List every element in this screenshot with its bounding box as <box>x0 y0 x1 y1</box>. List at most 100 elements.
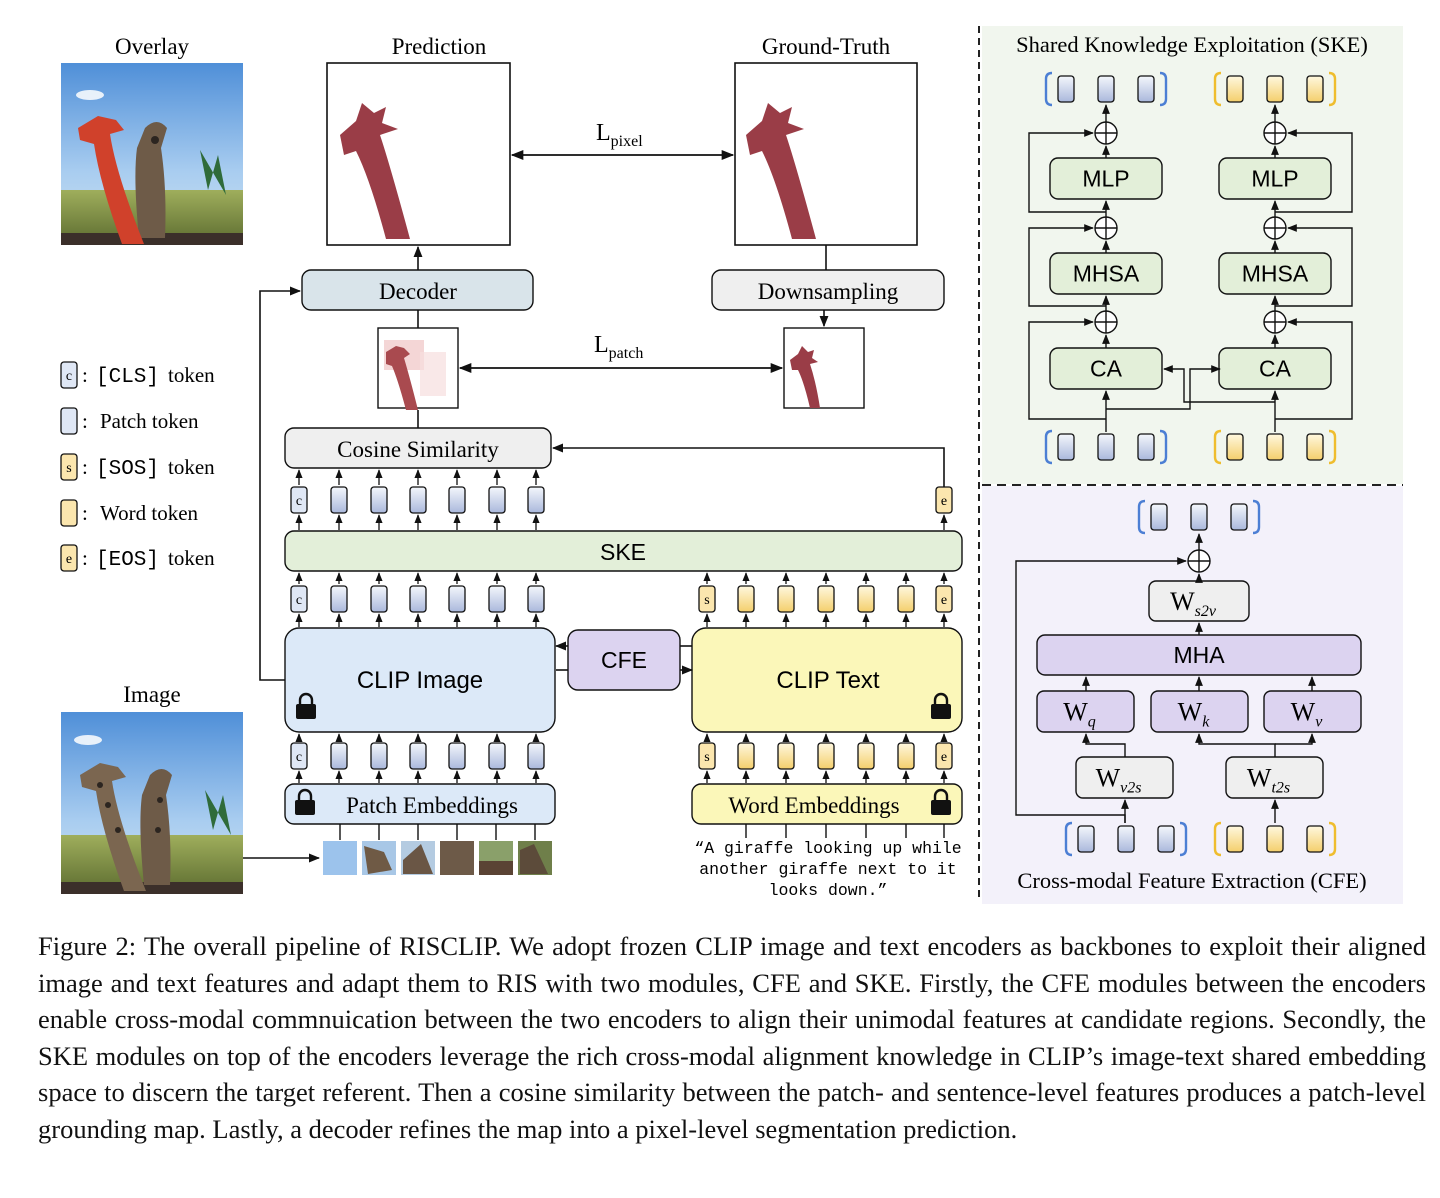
connector <box>1082 733 1126 757</box>
legend-item-eos: e:[EOS]token <box>60 544 215 572</box>
sos-token: s <box>698 585 716 613</box>
patch-token <box>488 742 506 770</box>
legend-token-icon <box>60 499 78 527</box>
legend-colon: : <box>82 409 88 433</box>
legend-token-glyph: c <box>66 369 72 384</box>
legend-text: token <box>168 546 215 570</box>
connector <box>1275 318 1353 420</box>
group-token <box>1230 503 1248 531</box>
svg-text:c: c <box>296 750 302 765</box>
bracket-right <box>1328 821 1337 857</box>
word-embeddings-block <box>691 783 963 825</box>
eos-token: e <box>935 486 953 514</box>
cfe-panel-title: Cross-modal Feature Extraction (CFE) <box>1017 868 1366 893</box>
word-token <box>857 585 875 613</box>
cls-token: c <box>290 742 308 770</box>
cfe-input-text-tokens <box>1213 821 1337 857</box>
patch-token <box>330 585 348 613</box>
patch-token <box>527 742 545 770</box>
downsampling-label: Downsampling <box>758 279 899 304</box>
ground-truth-title: Ground-Truth <box>762 34 891 59</box>
patch-embeddings-lock-icon <box>295 788 315 815</box>
group-token <box>1306 75 1324 103</box>
group-token <box>1057 75 1075 103</box>
cls-token: c <box>290 486 308 514</box>
ske-cross-image-to-text <box>1106 365 1221 410</box>
legend-token-icon <box>60 407 78 435</box>
cfe-w-v-label: Wv <box>1291 698 1324 731</box>
group-token <box>1157 825 1175 853</box>
image-patches <box>323 841 552 875</box>
legend-token-glyph: s <box>66 461 71 476</box>
ske-output-tokens-text <box>1213 71 1337 107</box>
ske-mlp-text-label: MLP <box>1251 166 1298 192</box>
clip-image-lock-icon <box>296 692 316 719</box>
word-token <box>777 585 795 613</box>
connector <box>1275 129 1353 213</box>
overlay-photo <box>61 63 243 245</box>
cfe-output-tokens <box>1137 499 1261 535</box>
cfe-residual <box>1015 557 1187 823</box>
legend-colon: : <box>82 501 88 525</box>
bracket-left <box>1044 429 1053 465</box>
legend-token-icon <box>60 453 78 481</box>
legend-text: Word token <box>100 501 199 525</box>
group-token <box>1190 503 1208 531</box>
word-embeddings-lock-icon <box>931 788 951 815</box>
legend-text: Patch token <box>100 409 199 433</box>
legend-text: token <box>168 455 215 479</box>
group-token <box>1266 825 1284 853</box>
legend-colon: : <box>82 546 88 570</box>
decoder-label: Decoder <box>379 279 457 304</box>
word-token <box>737 742 755 770</box>
bracket-right <box>1328 71 1337 107</box>
cfe-w-k-label: Wk <box>1178 698 1211 731</box>
ske-panel-title: Shared Knowledge Exploitation (SKE) <box>1016 32 1368 57</box>
bracket-left <box>1137 499 1146 535</box>
overlay-title: Overlay <box>115 34 190 59</box>
word-token <box>897 742 915 770</box>
cfe-input-image-tokens <box>1064 821 1188 857</box>
downsampling-block <box>711 269 945 311</box>
patch-token <box>527 486 545 514</box>
legend-text: token <box>168 363 215 387</box>
group-token <box>1097 433 1115 461</box>
text-input-line-2: another giraffe next to it <box>699 860 956 879</box>
connector <box>1028 129 1106 213</box>
group-token <box>1077 825 1095 853</box>
ske-add-mid-text <box>1263 216 1287 240</box>
group-token <box>1226 433 1244 461</box>
ske-add-top-image <box>1094 121 1118 145</box>
svg-text:s: s <box>704 593 709 608</box>
legend-token-icon <box>60 361 78 389</box>
patch-embedding-input-ticks <box>339 824 536 840</box>
bracket-right <box>1159 429 1168 465</box>
group-token <box>1226 825 1244 853</box>
ske-add-bot-text <box>1263 310 1287 334</box>
group-token <box>1057 433 1075 461</box>
group-token <box>1266 75 1284 103</box>
clip-text-block <box>691 627 963 733</box>
word-token <box>737 585 755 613</box>
cfe-w-t2s-label: Wt2s <box>1247 764 1290 797</box>
patch-prediction-map <box>377 327 459 410</box>
ske-cross-text-to-image <box>1163 365 1275 403</box>
pixel-loss-label: Lpixel <box>596 120 643 150</box>
cfe-w-q-label: Wq <box>1063 698 1096 731</box>
ske-mhsa-text-label: MHSA <box>1242 261 1309 287</box>
bracket-left <box>1064 821 1073 857</box>
patch-embeddings-label: Patch Embeddings <box>346 793 518 818</box>
group-token <box>1137 433 1155 461</box>
cfe-add-node <box>1187 549 1211 573</box>
ske-mhsa-image-label: MHSA <box>1073 261 1140 287</box>
image-skip-to-decoder-arrow <box>259 286 302 681</box>
patch-token <box>448 742 466 770</box>
word-token <box>817 742 835 770</box>
ske-output-tokens-image <box>1044 71 1168 107</box>
ske-label: SKE <box>600 539 646 565</box>
bracket-right <box>1159 71 1168 107</box>
cfe-block <box>567 629 681 691</box>
